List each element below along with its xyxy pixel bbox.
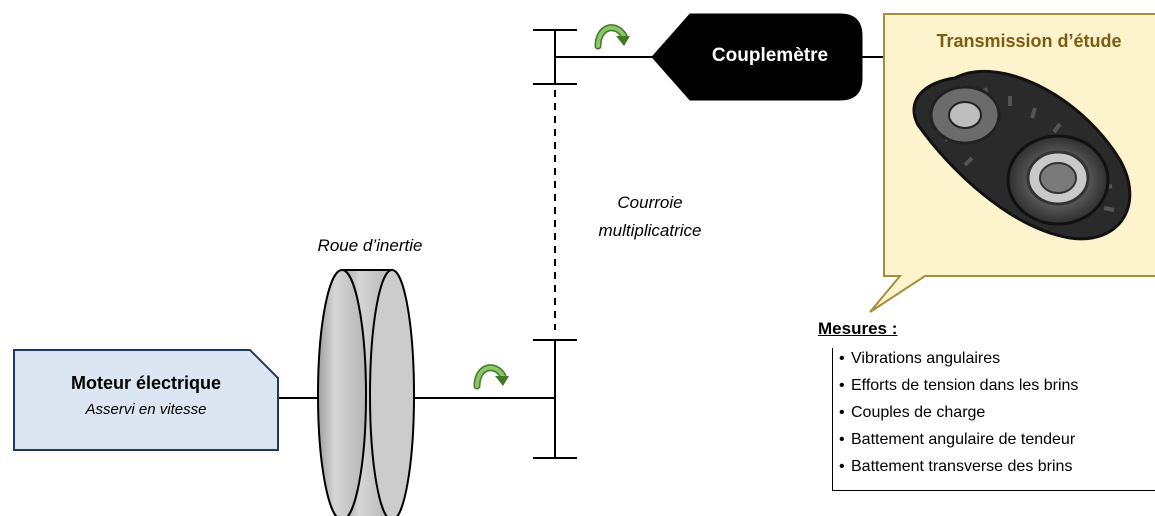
moteur-electrique-box: Moteur électrique Asservi en vitesse bbox=[14, 350, 278, 450]
transmission-title: Transmission d’étude bbox=[936, 31, 1122, 51]
moteur-box-shape bbox=[13, 349, 279, 451]
moteur-subtitle: Asservi en vitesse bbox=[85, 401, 207, 418]
couplemetre-label: Couplemètre bbox=[711, 45, 829, 66]
couplemetre-shape bbox=[651, 13, 863, 101]
rotation-arrow-icon-lower bbox=[473, 364, 509, 390]
mesures-title: Mesures : bbox=[818, 319, 898, 338]
rotation-arrow-icon-upper bbox=[594, 24, 630, 50]
mesures-item: •Efforts de tension dans les brins bbox=[839, 377, 1079, 394]
mesures-item: •Battement angulaire de tendeur bbox=[839, 431, 1076, 448]
courroie-label-line1: Courroie bbox=[617, 193, 683, 212]
belt-and-pulleys-photo bbox=[912, 69, 1132, 241]
courroie-label-line2: multiplicatrice bbox=[598, 221, 702, 240]
mesures-list: •Vibrations angulaires •Efforts de tensi… bbox=[832, 348, 1155, 491]
mesures-item: •Couples de charge bbox=[839, 404, 986, 421]
moteur-title: Moteur électrique bbox=[70, 373, 222, 393]
lower-pulley bbox=[533, 339, 577, 459]
mesures-item: •Vibrations angulaires bbox=[839, 350, 1001, 367]
roue-inertie-label: Roue d’inertie bbox=[317, 236, 423, 255]
mesures-item: •Battement transverse des brins bbox=[839, 458, 1073, 475]
inertia-wheel bbox=[317, 269, 415, 516]
